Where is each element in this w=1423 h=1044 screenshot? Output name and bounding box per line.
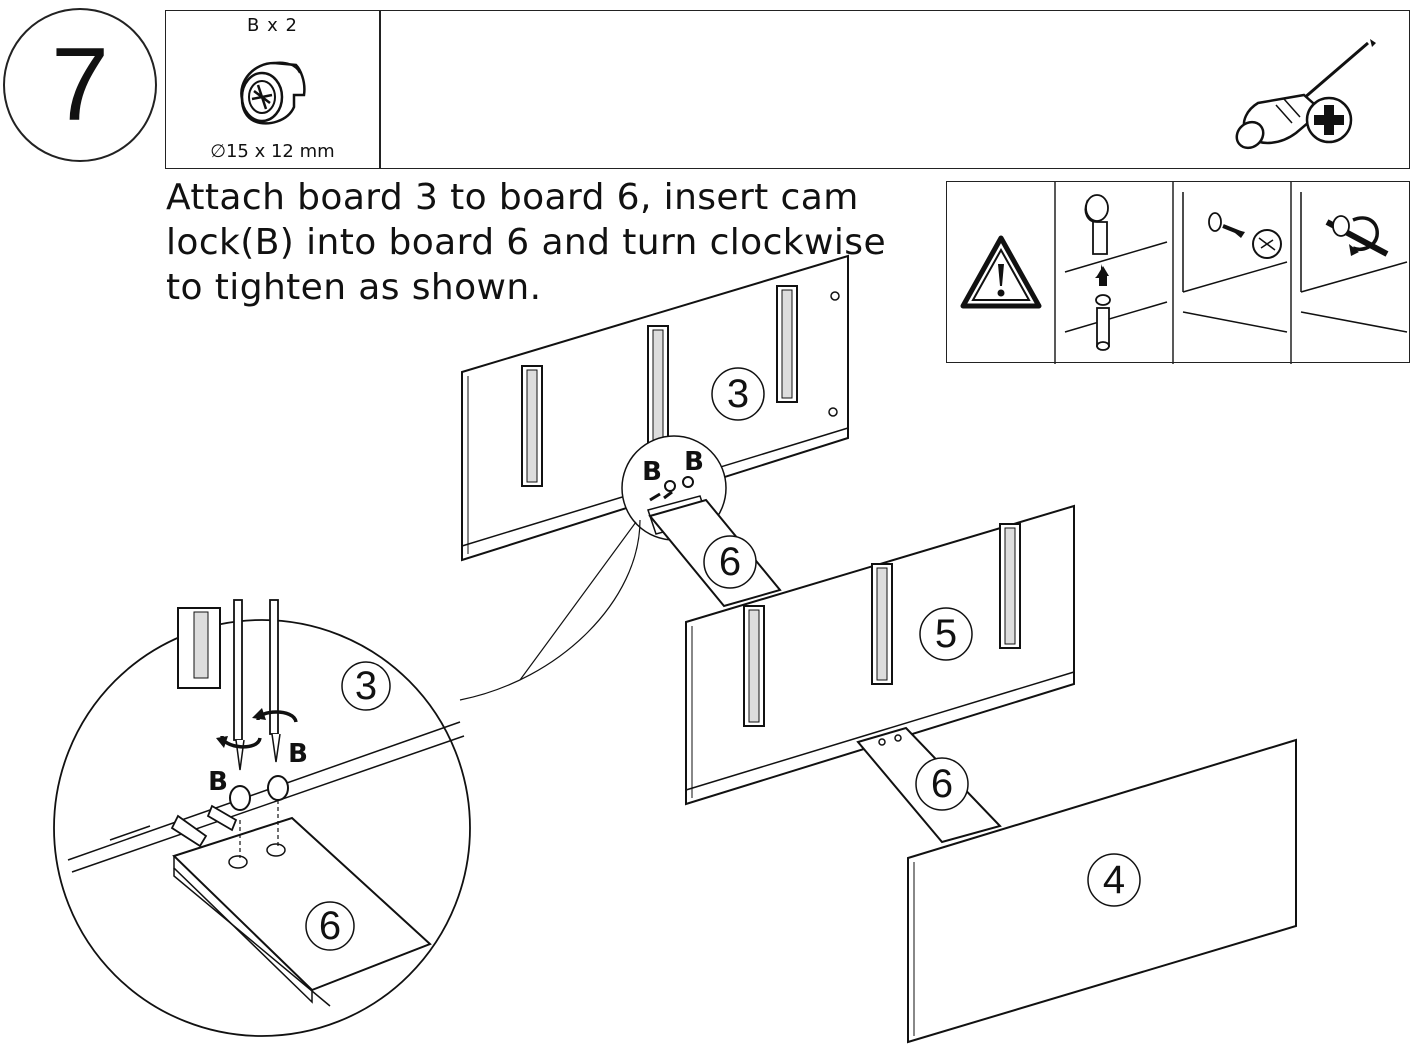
phillips-head-icon — [1305, 96, 1353, 144]
parts-tools-box: B x 2 ∅15 x 12 mm — [165, 10, 1410, 169]
board-6-bottom — [856, 726, 1002, 844]
warning-triangle-icon — [960, 235, 1042, 309]
part-size-label: 15 x 12 mm — [225, 141, 335, 162]
part-size-row: ∅15 x 12 mm — [166, 141, 379, 162]
cam-lock-insert-icon — [1064, 194, 1168, 351]
screwdriver-right — [252, 599, 298, 763]
cam-lock-right — [267, 775, 289, 801]
detail-part-b-marker-left: B — [208, 767, 228, 797]
parts-divider — [379, 11, 381, 168]
instruction-text: Attach board 3 to board 6, insert cam lo… — [166, 175, 926, 310]
phillips-screwdriver-icon — [1235, 39, 1376, 150]
cam-lock-turn-icon — [1300, 192, 1408, 333]
step-number: 7 — [51, 27, 109, 143]
board-6-top-label: 6 — [719, 540, 741, 584]
board-5-label: 5 — [935, 612, 957, 656]
part-b-marker-right: B — [684, 447, 704, 477]
board-6-bottom-label: 6 — [931, 762, 953, 806]
board-6-top — [648, 498, 782, 608]
detail-board-3-label: 3 — [355, 664, 377, 708]
board-4 — [907, 738, 1297, 1044]
caution-panel — [946, 181, 1410, 364]
cam-lock-icon — [240, 61, 306, 125]
board-3-label: 3 — [727, 372, 749, 416]
part-b-marker-left: B — [642, 457, 662, 487]
board-4-label: 4 — [1103, 858, 1125, 902]
board-3 — [461, 254, 849, 562]
detail-part-b-marker-right: B — [288, 739, 308, 769]
instruction-line-2: lock(B) into board 6 and turn clockwise — [166, 222, 886, 263]
part-quantity-label: B x 2 — [247, 15, 298, 36]
diameter-symbol: ∅ — [210, 141, 226, 162]
board-5 — [685, 504, 1075, 806]
cam-lock-left — [206, 785, 251, 832]
detail-board-6-label: 6 — [319, 904, 341, 948]
cam-lock-engage-icon — [1182, 192, 1288, 333]
caution-panel-art — [960, 182, 1408, 364]
screwdriver-left — [216, 599, 262, 771]
step-number-badge: 7 — [3, 8, 157, 162]
instruction-line-3: to tighten as shown. — [166, 267, 542, 308]
instruction-line-1: Attach board 3 to board 6, insert cam — [166, 177, 859, 218]
detail-magnifier — [53, 519, 641, 1037]
